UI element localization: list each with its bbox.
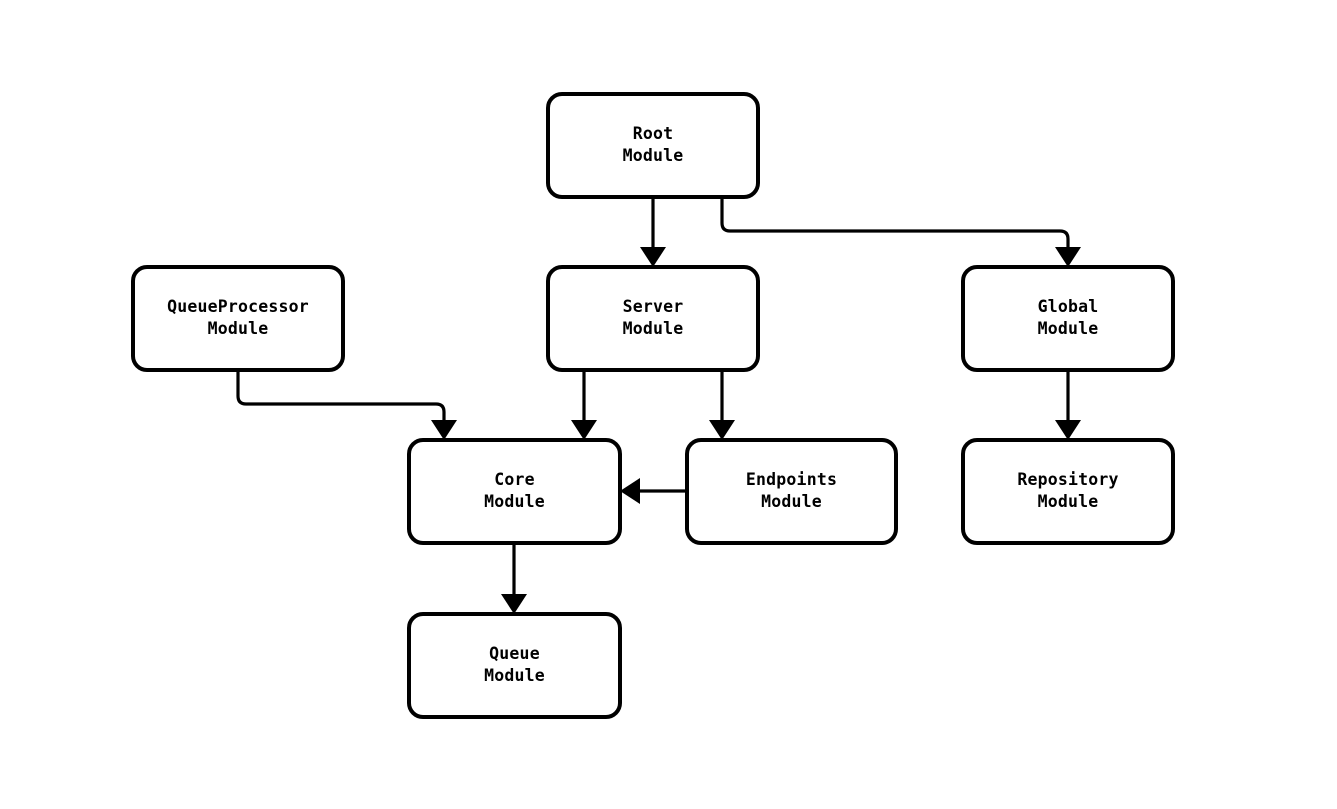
node-global-box[interactable] bbox=[961, 265, 1175, 372]
nodes-layer: RootModuleQueueProcessorModuleServerModu… bbox=[131, 92, 1175, 719]
node-queue-label-line2: Module bbox=[484, 666, 545, 685]
arrow-endpoints-core-icon bbox=[620, 478, 640, 504]
arrow-root-server-icon bbox=[640, 247, 666, 267]
node-repository-label-line1: Repository bbox=[1017, 470, 1118, 489]
node-core-label-line1: Core bbox=[494, 470, 535, 489]
node-server-box[interactable] bbox=[546, 265, 760, 372]
node-queue-box[interactable] bbox=[407, 612, 622, 719]
arrow-server-core-icon bbox=[571, 420, 597, 440]
edge-root-to-global bbox=[720, 197, 1070, 248]
node-root-label-line1: Root bbox=[633, 124, 674, 143]
arrow-root-global-icon bbox=[1055, 247, 1081, 267]
node-server-label-line1: Server bbox=[623, 297, 684, 316]
edge-queueprocessor-to-core bbox=[236, 370, 446, 421]
node-queueprocessor-label-line2: Module bbox=[208, 319, 269, 338]
node-repository-label-line2: Module bbox=[1038, 492, 1099, 511]
arrow-global-repository-icon bbox=[1055, 420, 1081, 440]
arrow-server-endpoints-icon bbox=[709, 420, 735, 440]
edges-layer bbox=[236, 197, 1070, 595]
node-queueprocessor-box[interactable] bbox=[131, 265, 345, 372]
node-repository-box[interactable] bbox=[961, 438, 1175, 545]
node-core-box[interactable] bbox=[407, 438, 622, 545]
node-queueprocessor-label-line1: QueueProcessor bbox=[167, 297, 309, 316]
arrow-queueprocessor-core-icon bbox=[431, 420, 457, 440]
node-endpoints-label-line1: Endpoints bbox=[746, 470, 837, 489]
arrowheads-layer bbox=[431, 247, 1081, 614]
node-server-label-line2: Module bbox=[623, 319, 684, 338]
node-root-label-line2: Module bbox=[623, 146, 684, 165]
node-root-box[interactable] bbox=[546, 92, 760, 199]
node-endpoints-box[interactable] bbox=[685, 438, 898, 545]
node-queue-label-line1: Queue bbox=[489, 644, 540, 663]
node-endpoints-label-line2: Module bbox=[761, 492, 822, 511]
node-core-label-line2: Module bbox=[484, 492, 545, 511]
node-global-label-line2: Module bbox=[1038, 319, 1099, 338]
node-global-label-line1: Global bbox=[1038, 297, 1099, 316]
arrow-core-queue-icon bbox=[501, 594, 527, 614]
